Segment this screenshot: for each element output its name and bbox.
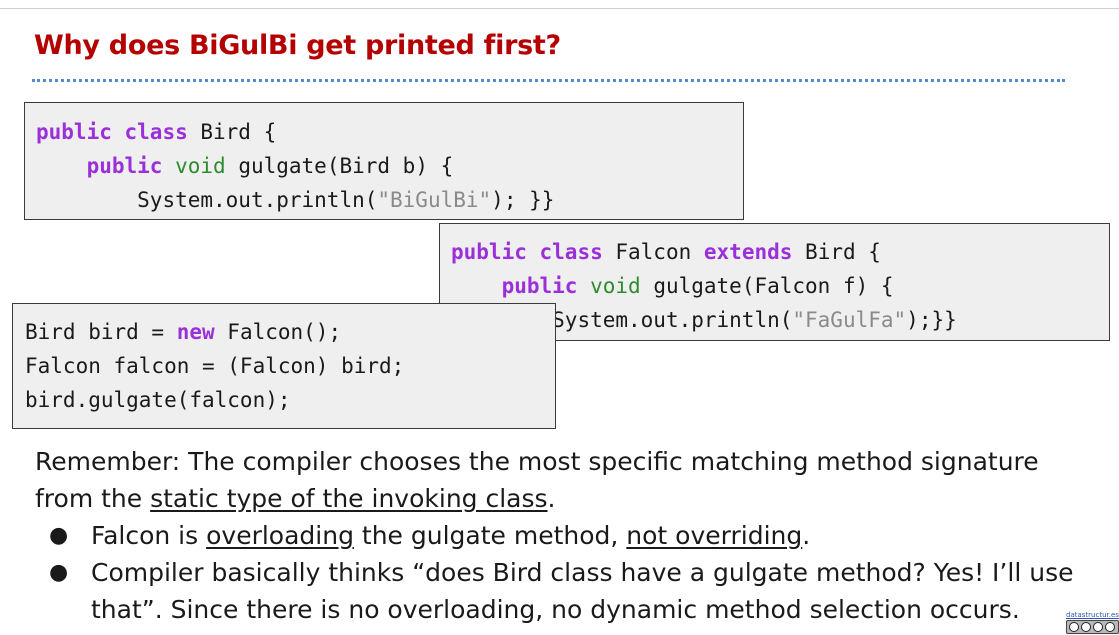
code-line: System.out.println("BiGulBi"); }}	[137, 188, 555, 212]
bird-class-code: public class Bird { public void gulgate(…	[24, 102, 744, 220]
explanation-text: Remember: The compiler chooses the most …	[35, 443, 1095, 628]
code-line: Bird bird = new Falcon();	[25, 320, 342, 344]
code-line: public class Bird {	[36, 120, 277, 144]
cc-by-nc-sa-icon	[1066, 620, 1119, 634]
not-overriding-phrase: not overriding	[626, 521, 803, 550]
explanation-line-2: from the static type of the invoking cla…	[35, 484, 556, 513]
bullet-icon: ●	[49, 523, 69, 548]
code-line: public void gulgate(Bird b) {	[86, 154, 454, 178]
bullet-item: ● Compiler basically thinks “does Bird c…	[35, 554, 1095, 628]
site-link[interactable]: datastructur.es	[1066, 611, 1119, 619]
top-divider	[0, 8, 1119, 9]
explanation-line-1: Remember: The compiler chooses the most …	[35, 447, 1039, 476]
title-underline	[32, 79, 1065, 82]
code-line: bird.gulgate(falcon);	[25, 388, 291, 412]
slide-title: Why does BiGulBi get printed first?	[34, 30, 561, 61]
overloading-phrase: overloading	[206, 521, 354, 550]
code-line: public class Falcon extends Bird {	[451, 240, 881, 264]
code-line: Falcon falcon = (Falcon) bird;	[25, 354, 405, 378]
bullet-icon: ●	[49, 560, 69, 585]
bullet-item: ● Falcon is overloading the gulgate meth…	[35, 517, 1095, 554]
main-usage-code: Bird bird = new Falcon(); Falcon falcon =…	[12, 303, 556, 429]
static-type-phrase: static type of the invoking class	[150, 484, 548, 513]
bullet-list: ● Falcon is overloading the gulgate meth…	[35, 517, 1095, 628]
code-line: public void gulgate(Falcon f) {	[501, 274, 894, 298]
license-badge: datastructur.es	[1066, 611, 1119, 635]
code-line: System.out.println("FaGulFa");}}	[552, 308, 957, 332]
